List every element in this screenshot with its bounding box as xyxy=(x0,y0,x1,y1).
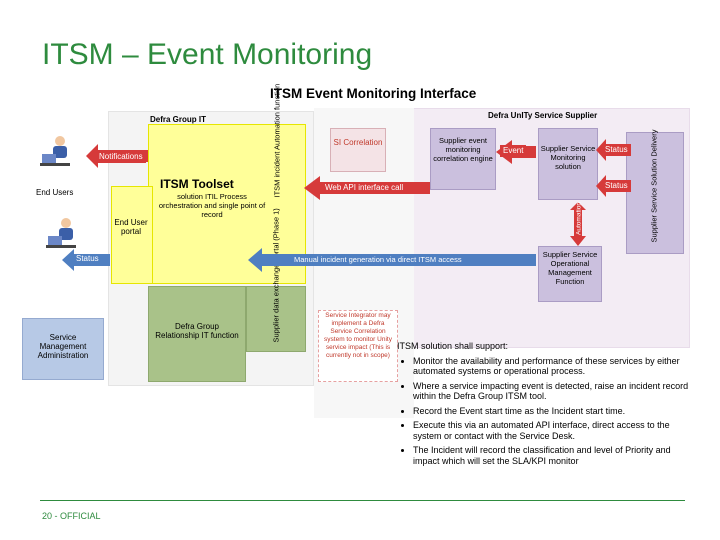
itsm-toolset-desc: solution ITIL Process orchestration and … xyxy=(158,192,266,219)
end-users-label: End Users xyxy=(36,188,74,197)
status-left-arrow xyxy=(62,249,110,271)
support-item: Where a service impacting event is detec… xyxy=(413,381,697,402)
end-user-portal-box xyxy=(111,186,153,284)
itsm-toolset-title: ITSM Toolset xyxy=(160,177,234,191)
supplier-portal-box xyxy=(246,286,306,352)
footer-label: 20 - OFFICIAL xyxy=(42,511,101,521)
footer-divider xyxy=(40,500,685,501)
supplier-monitoring-label: Supplier Service Monitoring solution xyxy=(540,144,596,171)
supplier-engine-box xyxy=(430,128,496,190)
servicenow-note-box xyxy=(318,310,398,382)
relationship-box xyxy=(148,286,246,382)
event-label: Event xyxy=(500,145,527,157)
supplier-ops-label: Supplier Service Operational Management … xyxy=(542,250,598,286)
status-label-2: Status xyxy=(602,180,631,192)
supplier-ops-box xyxy=(538,246,602,302)
end-user-figure-2 xyxy=(44,216,80,252)
support-lead: ITSM solution shall support: xyxy=(397,341,509,351)
web-api-label: Web API interface call xyxy=(322,182,407,194)
support-item: Monitor the availability and performance… xyxy=(413,356,697,377)
support-item: The Incident will record the classificat… xyxy=(413,445,697,466)
supplier-engine-label: Supplier event monitoring correlation en… xyxy=(433,136,493,163)
supplier-delivery-box xyxy=(626,132,684,254)
defra-group-label: Defra Group IT xyxy=(150,115,207,124)
automation-arrow xyxy=(570,202,586,246)
manual-label: Manual incident generation via direct IT… xyxy=(294,255,462,264)
support-item: Record the Event start time as the Incid… xyxy=(413,406,697,417)
manual-arrow xyxy=(248,248,536,272)
end-user-figure-1 xyxy=(38,134,74,170)
supplier-monitoring-box xyxy=(538,128,598,200)
service-mgmt-label: Service Management Administration xyxy=(37,333,89,360)
status-left-label: Status xyxy=(76,254,99,263)
support-list: ITSM solution shall support: Monitor the… xyxy=(397,341,697,470)
supplier-group-label: Defra UnITy Service Supplier xyxy=(488,111,598,120)
relationship-label: Defra Group Relationship IT function xyxy=(155,322,239,340)
si-correlation-box xyxy=(330,128,386,172)
si-correlation-label: SI Correlation xyxy=(333,138,383,147)
notifications-label: Notifications xyxy=(96,151,146,163)
status-label-1: Status xyxy=(602,144,631,156)
automation-label: Automation xyxy=(575,202,583,235)
support-item: Execute this via an automated API interf… xyxy=(413,420,697,441)
diagram-title: ITSM Event Monitoring Interface xyxy=(270,86,477,101)
slide-title: ITSM – Event Monitoring xyxy=(42,38,373,71)
end-user-portal-label: End User portal xyxy=(114,218,148,236)
servicenow-note: Service Integrator may implement a Defra… xyxy=(324,312,392,359)
service-mgmt-box xyxy=(22,318,104,380)
